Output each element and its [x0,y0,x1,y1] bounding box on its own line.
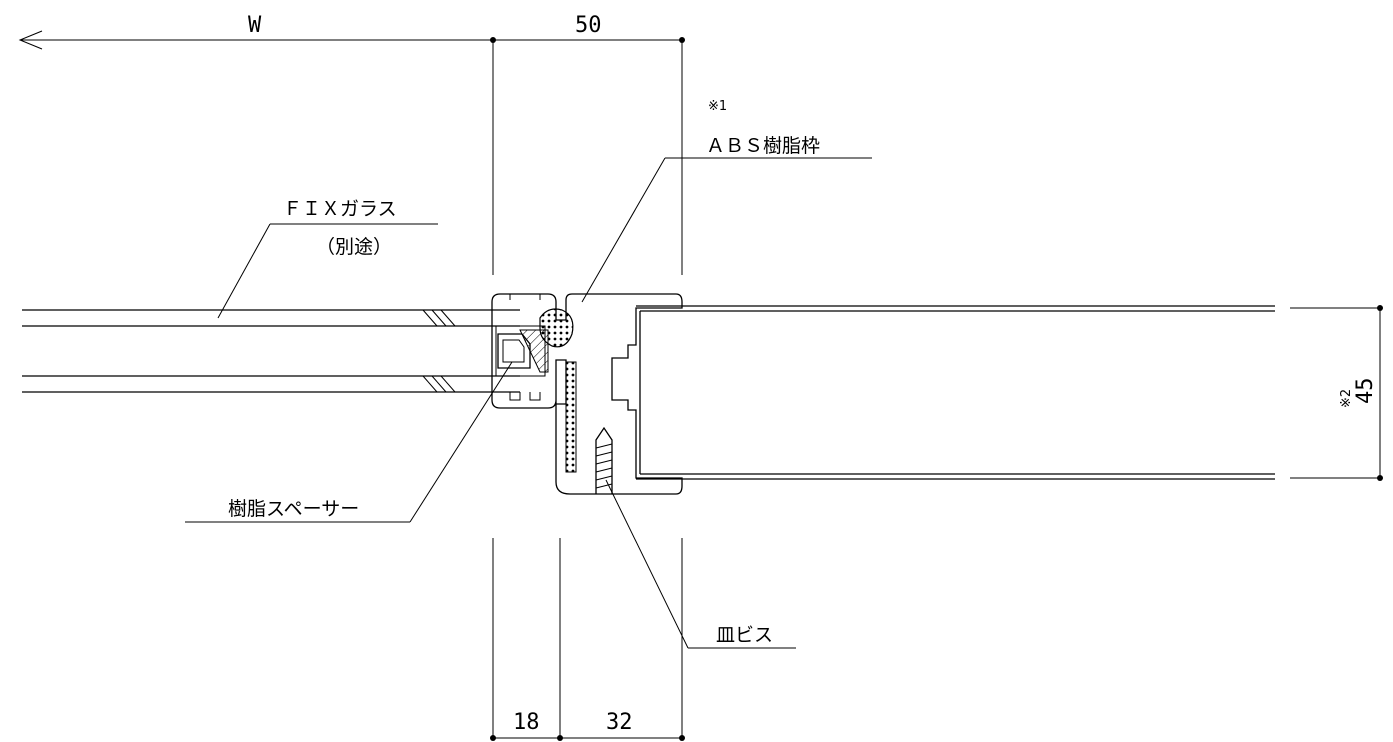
resin-spacer [497,333,531,369]
fix-glass-callout: ＦＩＸガラス （別途） [217,198,438,319]
thickness-value: 45 [1353,378,1378,405]
note-1: ※1 [708,99,727,114]
width-symbol: W [248,13,262,38]
bottom-dimensions: 18 32 [490,710,685,741]
part-b-value: 32 [606,710,633,735]
frame-total-value: 50 [575,13,602,38]
fix-glass-label: ＦＩＸガラス [283,198,397,220]
abs-frame-callout: ＡＢＳ樹脂枠 [581,135,872,303]
thickness-dimension: 45 ※2 [1290,305,1383,481]
frame-total-dimension: 50 [490,13,685,43]
part-a-value: 18 [513,710,540,735]
fix-glass-note: （別途） [316,236,392,258]
resin-spacer-callout: 樹脂スペーサー [185,361,513,523]
width-dimension: W [18,13,493,50]
flat-screw [595,426,613,494]
abs-frame-label: ＡＢＳ樹脂枠 [706,135,820,157]
flat-screw-callout: 皿ビス [605,479,796,649]
fix-glass [22,309,520,393]
right-panel [636,305,1275,480]
flat-screw-label: 皿ビス [716,624,773,646]
abs-frame [491,293,683,495]
thickness-note: ※2 [1339,389,1354,408]
resin-spacer-label: 樹脂スペーサー [228,498,359,520]
note-1-label: ※1 [708,99,727,114]
extension-lines [492,40,683,740]
